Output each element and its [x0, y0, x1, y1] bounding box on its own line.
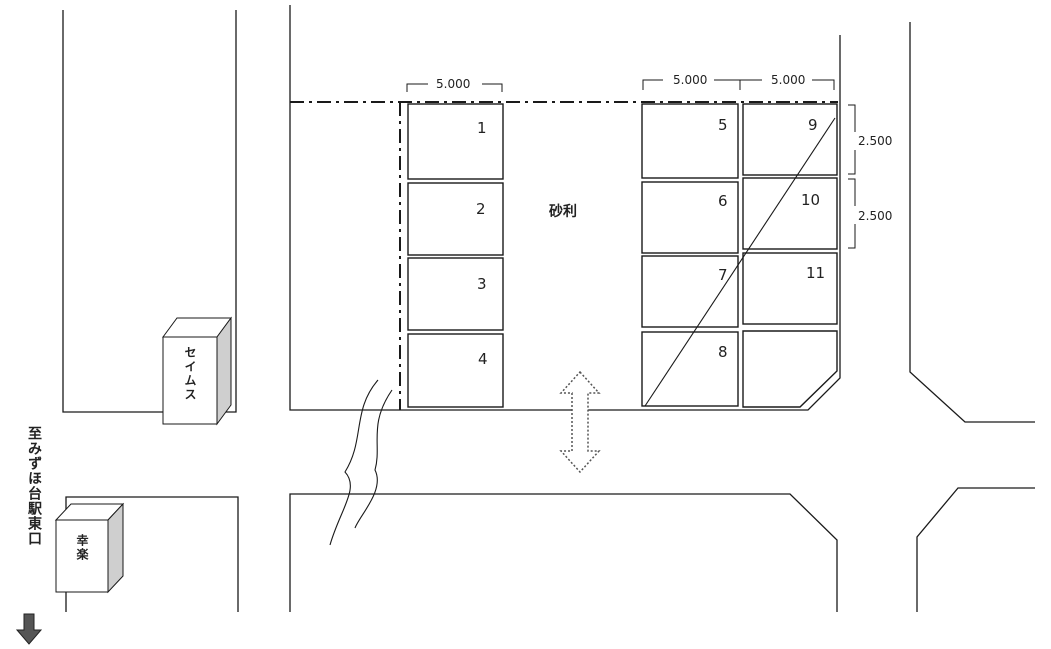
space-10-label: 10 — [801, 191, 820, 209]
road-break-left — [329, 379, 379, 546]
right-block-upper — [909, 22, 1035, 423]
dim-bracket-right-b — [739, 79, 835, 90]
space-7 — [641, 255, 739, 328]
space-7-label: 7 — [718, 266, 728, 284]
space-10 — [742, 177, 838, 250]
space-5-label: 5 — [718, 116, 728, 134]
kouraku-label: 幸楽 — [75, 534, 89, 562]
dim-bracket-depth-a — [848, 104, 856, 175]
space-6 — [641, 181, 739, 254]
space-unnumbered — [742, 330, 838, 408]
space-11 — [742, 252, 838, 325]
dim-left-width: 5.000 — [436, 77, 470, 91]
dim-right-width-b: 5.000 — [771, 73, 805, 87]
kouraku-side — [107, 502, 124, 594]
diagonal-line — [644, 117, 836, 407]
space-3-label: 3 — [477, 275, 487, 293]
space-4-label: 4 — [478, 350, 488, 368]
space-6-label: 6 — [718, 192, 728, 210]
dim-bracket-depth-b — [848, 178, 856, 249]
seimusu-side — [216, 316, 232, 426]
space-11-label: 11 — [806, 264, 825, 282]
down-arrow-icon — [15, 613, 43, 645]
kouraku-front — [55, 519, 109, 593]
direction-label: 至みずほ台駅東口 — [26, 426, 42, 546]
seimusu-label: セイムス — [183, 346, 197, 402]
dim-bracket-left — [406, 83, 503, 92]
space-3 — [407, 257, 504, 331]
space-2-label: 2 — [476, 200, 486, 218]
gravel-label: 砂利 — [548, 203, 577, 220]
space-1-label: 1 — [477, 119, 487, 137]
lower-middle-block — [289, 493, 838, 612]
road-break-right — [354, 389, 393, 529]
space-4 — [407, 333, 504, 408]
right-block-lower — [916, 487, 1035, 612]
space-9-label: 9 — [808, 116, 818, 134]
dim-depth-a: 2.500 — [858, 134, 892, 148]
seimusu-front — [162, 336, 218, 425]
dim-depth-b: 2.500 — [858, 209, 892, 223]
left-block-outline — [62, 10, 237, 413]
space-1 — [407, 103, 504, 180]
space-8 — [641, 331, 739, 407]
space-2 — [407, 182, 504, 256]
dim-right-width-a: 5.000 — [673, 73, 707, 87]
space-8-label: 8 — [718, 343, 728, 361]
parking-block-outline — [289, 5, 841, 411]
space-9 — [742, 103, 838, 176]
entrance-arrow-icon — [559, 370, 601, 474]
space-5 — [641, 103, 739, 179]
